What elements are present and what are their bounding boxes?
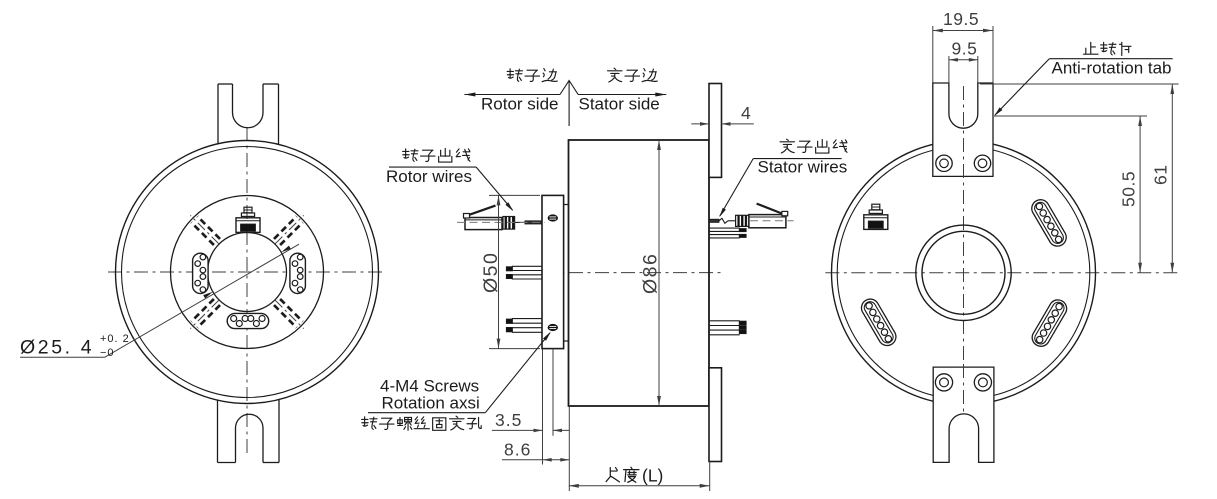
svg-text:−0: −0 <box>100 347 115 359</box>
svg-text:Rotor side: Rotor side <box>481 95 558 114</box>
svg-text:Rotation axsi: Rotation axsi <box>382 394 480 413</box>
svg-text:+0. 2: +0. 2 <box>100 333 130 345</box>
svg-text:Stator wires: Stator wires <box>758 158 848 177</box>
svg-text:(L): (L) <box>642 466 663 486</box>
svg-text:19.5: 19.5 <box>943 9 979 29</box>
svg-text:4: 4 <box>741 103 751 123</box>
svg-text:50.5: 50.5 <box>1119 171 1139 207</box>
svg-text:Stator side: Stator side <box>579 95 660 114</box>
svg-text:Anti-rotation tab: Anti-rotation tab <box>1052 59 1172 78</box>
svg-text:3.5: 3.5 <box>495 410 522 430</box>
svg-text:Rotor wires: Rotor wires <box>386 167 472 186</box>
svg-text:4-M4 Screws: 4-M4 Screws <box>380 377 479 396</box>
svg-text:8.6: 8.6 <box>504 440 531 460</box>
svg-text:Ø25. 4: Ø25. 4 <box>20 337 94 359</box>
svg-text:61: 61 <box>1151 165 1171 185</box>
svg-text:9.5: 9.5 <box>952 39 978 59</box>
svg-text:Ø50: Ø50 <box>480 252 502 293</box>
svg-text:Ø86: Ø86 <box>640 253 662 294</box>
